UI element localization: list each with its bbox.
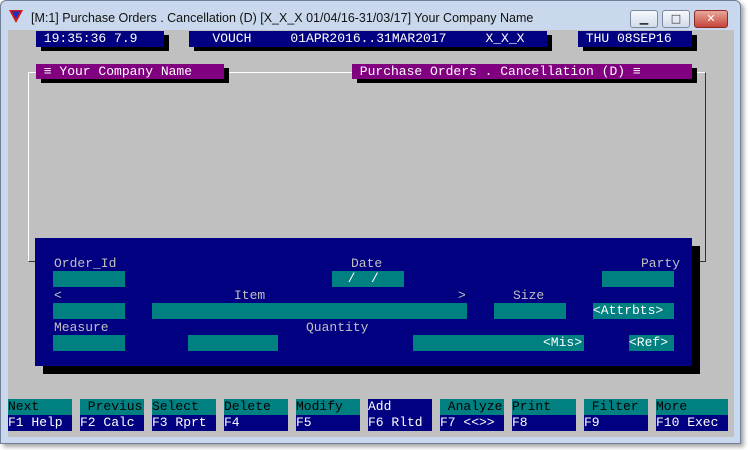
ref-button[interactable]: <Ref> <box>629 335 674 351</box>
size-label: Size <box>513 288 545 303</box>
order-id-label: Order_Id <box>54 256 117 271</box>
minimize-icon: ▁ <box>639 12 649 25</box>
fkey-delete[interactable]: Delete F4 <box>224 399 288 431</box>
item-label: Item <box>234 288 266 303</box>
fkey-select[interactable]: Select F3 Rprt <box>152 399 216 431</box>
close-icon: ✕ <box>706 12 716 25</box>
fkey-key-label: F8 <box>512 415 576 431</box>
maximize-button[interactable]: □ <box>662 10 690 28</box>
date-label: Date <box>351 256 383 271</box>
fkey-key-label: F4 <box>224 415 288 431</box>
party-field[interactable] <box>602 271 674 287</box>
fkey-action-label: Previus <box>80 399 144 415</box>
fkey-action-label: More <box>656 399 728 415</box>
close-button[interactable]: ✕ <box>694 10 728 28</box>
system-date-display: THU 08SEP16 <box>578 31 692 47</box>
measure-field[interactable] <box>53 335 125 351</box>
item-prefix-field[interactable] <box>53 303 125 319</box>
measure-label: Measure <box>54 320 109 335</box>
fkey-modify[interactable]: Modify F5 <box>296 399 360 431</box>
fkey-action-label: Next <box>8 399 72 415</box>
item-field[interactable] <box>152 303 467 319</box>
entry-form: Order_Id Date Party / / < Item > Size <A… <box>35 238 692 366</box>
fkey-action-label: Filter <box>584 399 648 415</box>
fkey-action-label: Delete <box>224 399 288 415</box>
fkey-key-label: F1 Help <box>8 415 72 431</box>
app-window: [M:1] Purchase Orders . Cancellation (D)… <box>0 0 741 444</box>
fkey-action-label: Add <box>368 399 432 415</box>
fkey-print[interactable]: Print F8 <box>512 399 576 431</box>
item-next-label: > <box>458 288 466 303</box>
fkey-more[interactable]: More F10 Exec <box>656 399 728 431</box>
misc-button[interactable]: <Mis> <box>413 335 584 351</box>
fkey-key-label: F6 Rltd <box>368 415 432 431</box>
terminal-area: 19:35:36 7.9 VOUCH 01APR2016..31MAR2017 … <box>8 30 734 437</box>
voucher-period-display: VOUCH 01APR2016..31MAR2017 X_X_X <box>189 31 547 47</box>
fkey-action-label: Modify <box>296 399 360 415</box>
maximize-icon: □ <box>670 12 682 25</box>
title-bar[interactable]: [M:1] Purchase Orders . Cancellation (D)… <box>1 1 740 31</box>
item-prev-label: < <box>54 288 62 303</box>
function-key-bar: Next F1 Help Previus F2 Calc Select F3 R… <box>8 399 734 431</box>
party-label: Party <box>641 256 681 271</box>
fkey-analyze[interactable]: Analyze F7 <<>> <box>440 399 504 431</box>
window-title: [M:1] Purchase Orders . Cancellation (D)… <box>31 11 534 25</box>
size-field[interactable] <box>494 303 566 319</box>
minimize-button[interactable]: ▁ <box>630 10 658 28</box>
fkey-key-label: F5 <box>296 415 360 431</box>
fkey-action-label: Print <box>512 399 576 415</box>
date-field[interactable]: / / <box>332 271 404 287</box>
fkey-next[interactable]: Next F1 Help <box>8 399 72 431</box>
module-panel-header[interactable]: Purchase Orders . Cancellation (D) ≡ <box>352 64 692 79</box>
clock-display: 19:35:36 7.9 <box>36 31 164 47</box>
fkey-filter[interactable]: Filter F9 <box>584 399 648 431</box>
fkey-previous[interactable]: Previus F2 Calc <box>80 399 144 431</box>
order-id-field[interactable] <box>53 271 125 287</box>
fkey-key-label: F10 Exec <box>656 415 728 431</box>
fkey-action-label: Analyze <box>440 399 504 415</box>
fkey-add[interactable]: Add F6 Rltd <box>368 399 432 431</box>
fkey-key-label: F2 Calc <box>80 415 144 431</box>
fkey-key-label: F9 <box>584 415 648 431</box>
quantity-label: Quantity <box>306 320 369 335</box>
attributes-button[interactable]: <Attrbts> <box>593 303 674 319</box>
fkey-key-label: F7 <<>> <box>440 415 504 431</box>
app-logo-icon <box>9 10 23 23</box>
quantity-field[interactable] <box>188 335 278 351</box>
fkey-action-label: Select <box>152 399 216 415</box>
company-panel-header[interactable]: ≡ Your Company Name <box>36 64 224 79</box>
document-frame <box>28 72 706 262</box>
fkey-key-label: F3 Rprt <box>152 415 216 431</box>
